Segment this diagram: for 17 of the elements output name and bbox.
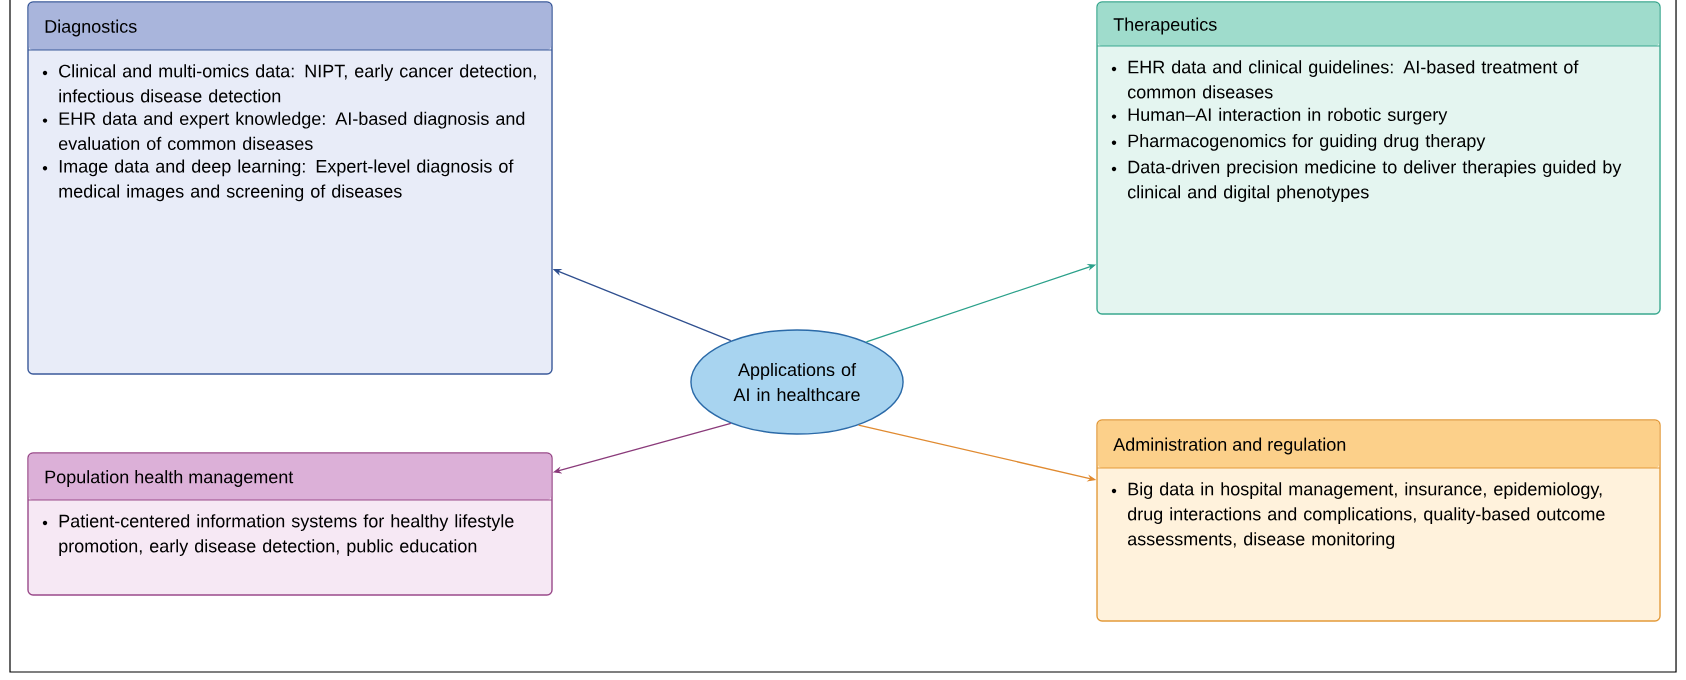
- bullet-item: Clinical and multi-omics data: NIPT, early cancer detection, infectious disease detection: [42, 64, 536, 103]
- bullet-item: Human–AI interaction in robotic surgery: [1111, 107, 1448, 125]
- bullet-item: EHR data and expert knowledge: AI-based diagnosis and evaluation of common diseases: [42, 111, 525, 151]
- bullet-item: Big data in hospital management, insurance, epidemiology, drug interactions and complications, quality-based outcome assessments, disease monitoring: [1111, 482, 1605, 549]
- bullet-item: EHR data and clinical guidelines: AI-based treatment of common diseases: [1111, 60, 1579, 99]
- box-heading: Therapeutics: [1113, 17, 1217, 35]
- bullet-item: Data-driven precision medicine to deliver therapies guided by clinical and digital phenotypes: [1111, 160, 1622, 202]
- bullet-item: Pharmacogenomics for guiding drug therapy: [1111, 134, 1486, 151]
- box-heading: Population health management: [45, 470, 294, 487]
- box-heading: Administration and regulation: [1113, 437, 1346, 455]
- box-heading: Diagnostics: [45, 19, 137, 37]
- info-box: [1096, 1, 1661, 315]
- info-box: [27, 1, 553, 375]
- info-box: [27, 452, 553, 596]
- info-box: [1096, 419, 1661, 622]
- bullet-item: Patient-centered information systems for healthy lifestyle promotion, early disease detection, public education: [42, 514, 514, 556]
- bullet-item: Image data and deep learning: Expert-level diagnosis of medical images and screening of diseases: [42, 159, 514, 202]
